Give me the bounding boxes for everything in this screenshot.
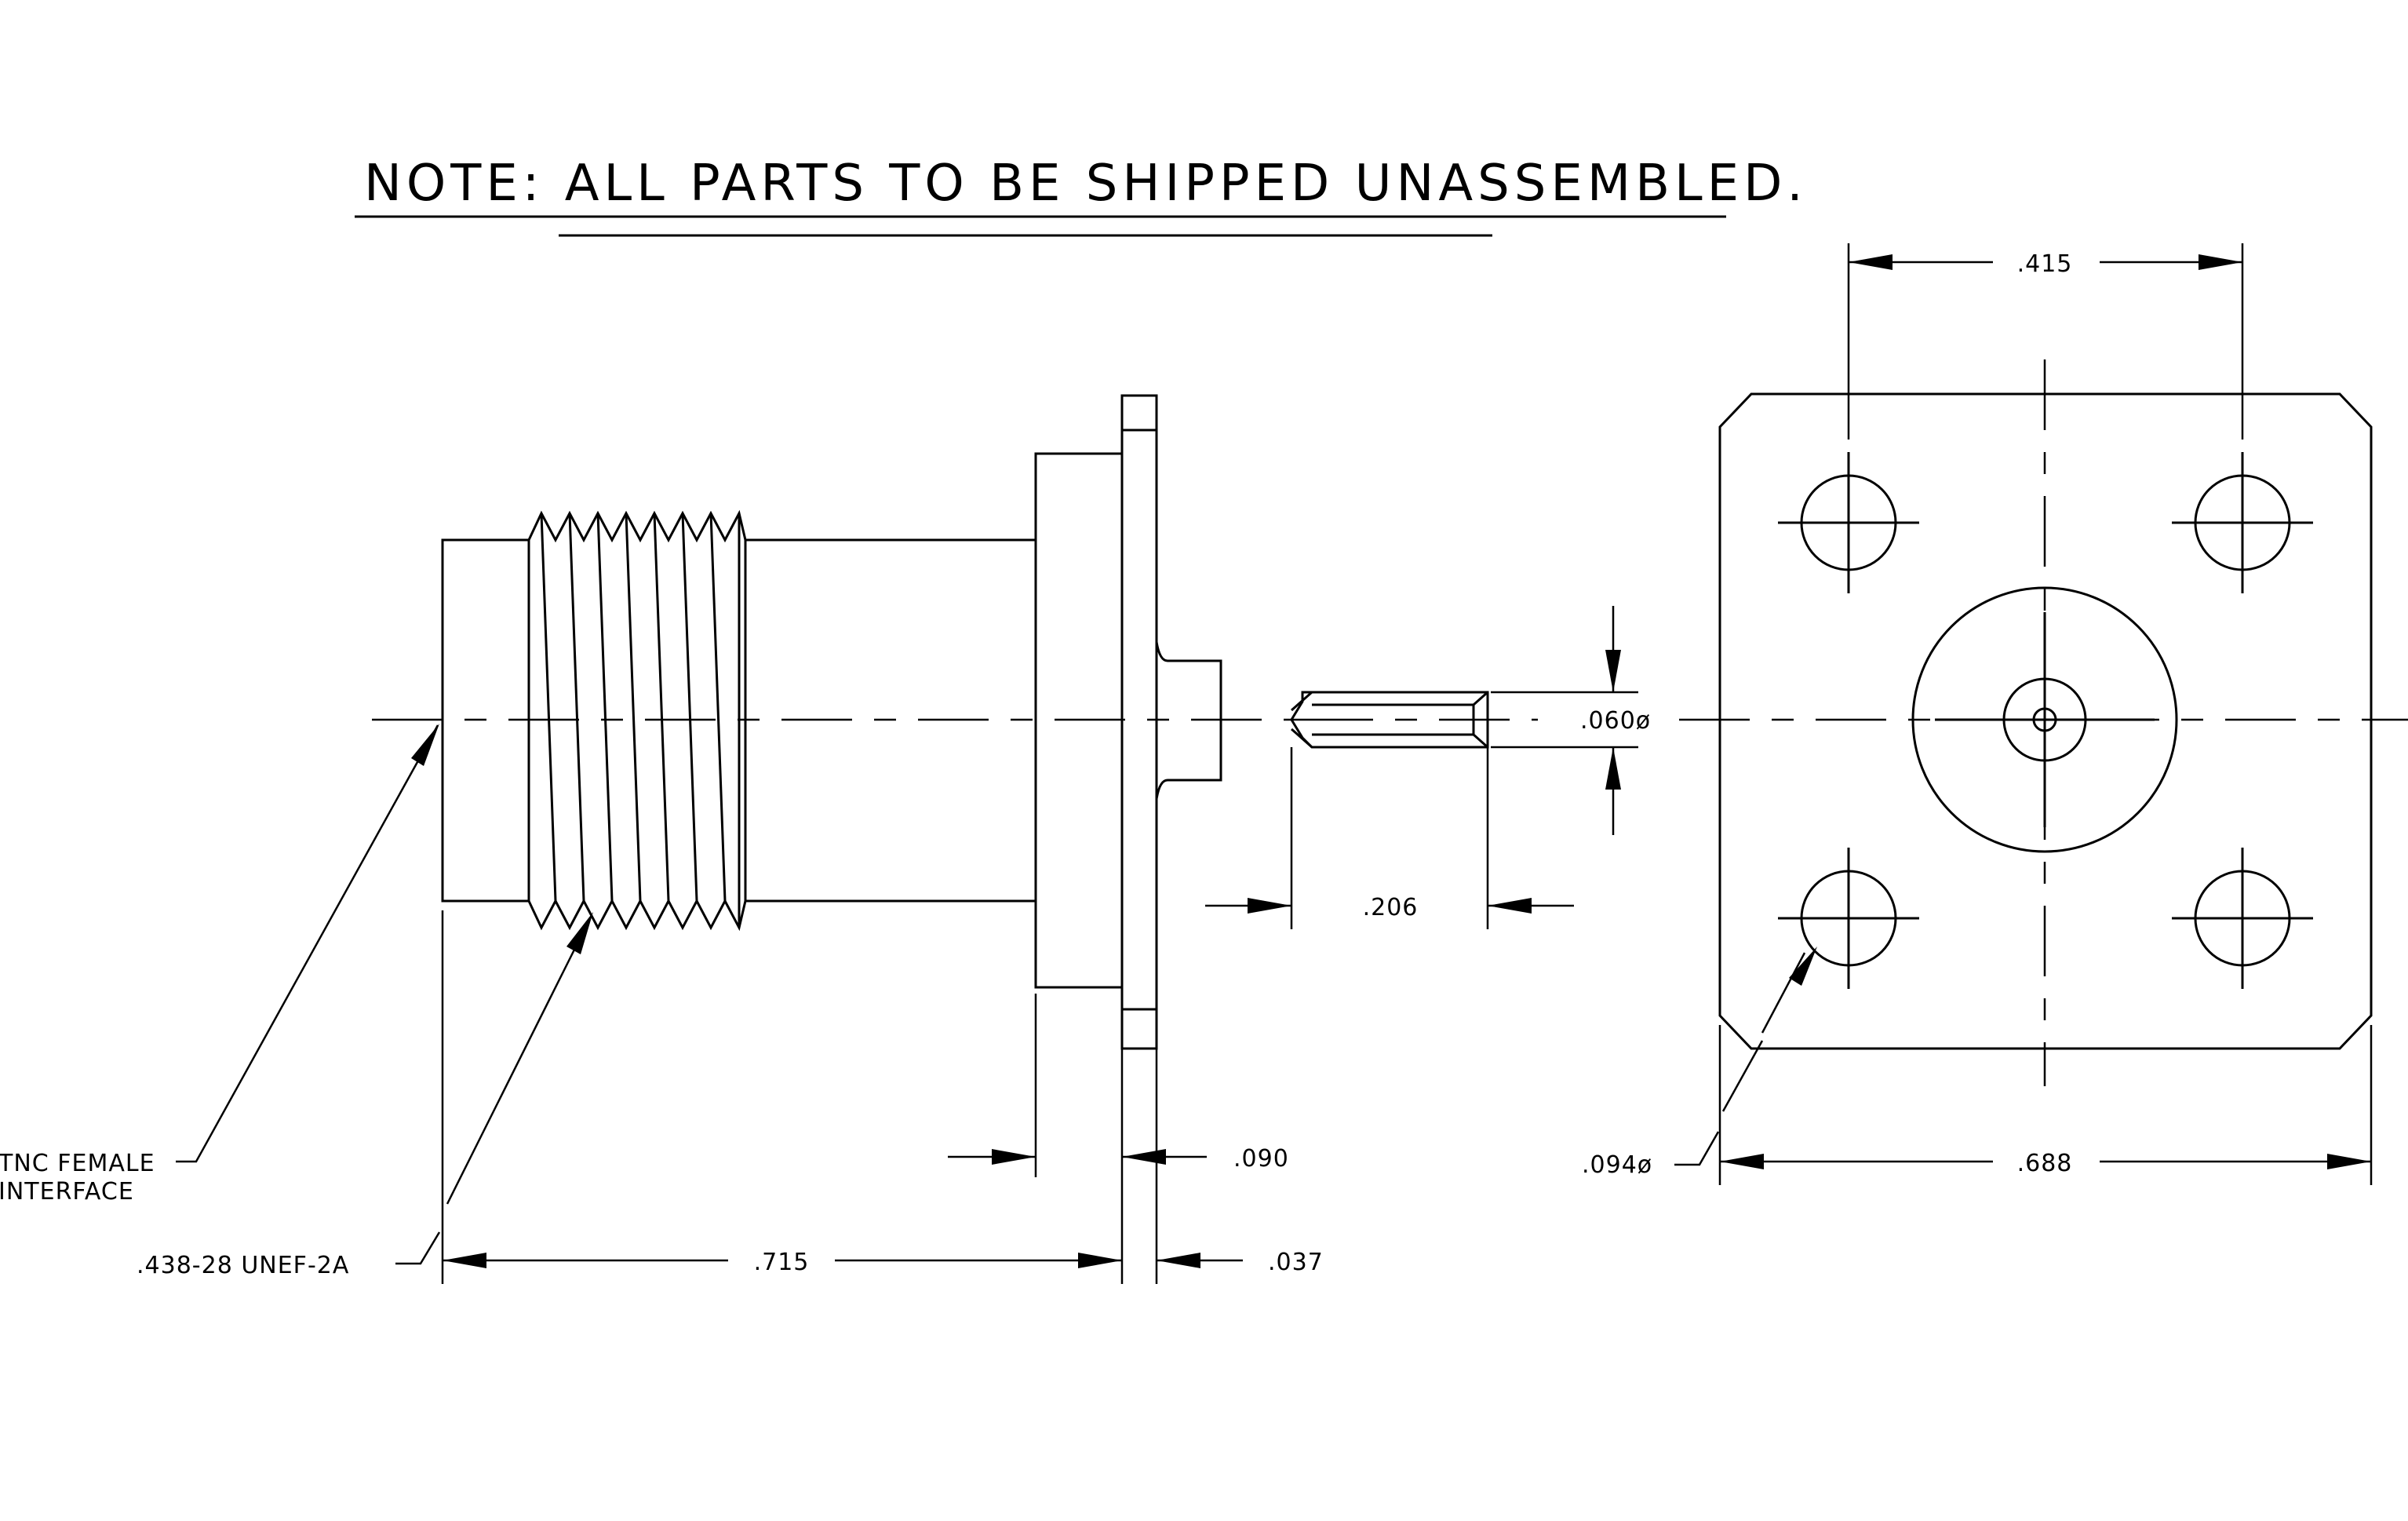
dim-hole-spacing: .415 <box>1847 243 2244 440</box>
mount-hole-bottom-right <box>2172 848 2313 989</box>
callout-thread: .438-28 UNEF-2A <box>137 912 593 1279</box>
dim-mount-hole: .094ø <box>1582 947 1817 1179</box>
dim-body-length: .715 <box>441 910 1158 1284</box>
side-view <box>372 394 1302 1050</box>
dim-pin-length-label: .206 <box>1363 894 1419 921</box>
dim-hole-spacing-label: .415 <box>2017 250 2073 278</box>
dim-flange-width: .688 <box>1718 1025 2373 1185</box>
callout-interface: TNC FEMALE INTERFACE <box>0 724 439 1205</box>
front-view <box>1679 359 2408 1086</box>
mount-hole-top-right <box>2172 452 2313 593</box>
contact-pin <box>1290 691 1538 749</box>
callout-interface-line1: TNC FEMALE <box>0 1150 155 1177</box>
dim-body-length-label: .715 <box>754 1249 810 1276</box>
dim-pin-diameter-label: .060ø <box>1580 707 1651 735</box>
dim-flange-width-label: .688 <box>2017 1150 2073 1177</box>
callout-interface-line2: INTERFACE <box>0 1178 134 1205</box>
dim-flange-lip-label: .037 <box>1268 1249 1324 1276</box>
dim-flange-thickness-label: .090 <box>1233 1145 1289 1173</box>
dim-mount-hole-label: .094ø <box>1582 1151 1652 1179</box>
note-text: NOTE: ALL PARTS TO BE SHIPPED UNASSEMBLE… <box>364 155 1808 213</box>
dim-pin-length: .206 <box>1205 747 1574 929</box>
mount-hole-top-left <box>1778 452 1919 593</box>
flange-plate <box>1120 394 1158 1050</box>
dim-flange-thickness: .090 <box>948 994 1289 1284</box>
center-bore <box>1911 586 2178 853</box>
callout-thread-label: .438-28 UNEF-2A <box>137 1252 349 1279</box>
dim-pin-diameter: .060ø <box>1491 606 1651 835</box>
rear-stub <box>1155 641 1222 800</box>
threaded-section <box>527 509 747 932</box>
flange-outline <box>1718 392 2373 1050</box>
dim-flange-lip: .037 <box>1157 1249 1324 1276</box>
mount-hole-bottom-left <box>1778 848 1919 989</box>
